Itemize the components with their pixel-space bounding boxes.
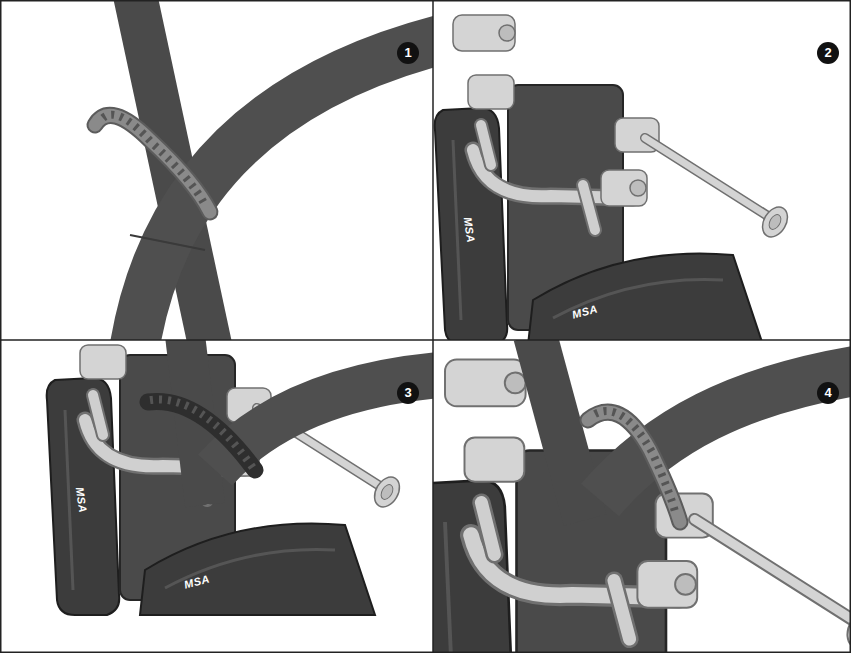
panel-device bbox=[435, 15, 793, 340]
panel-strap bbox=[95, 0, 433, 340]
callout-number: 3 bbox=[397, 382, 419, 404]
callout-number: 1 bbox=[397, 42, 419, 64]
brand-logo: MSA bbox=[74, 486, 89, 513]
panel-insert bbox=[47, 340, 433, 615]
panel-assembled bbox=[433, 340, 851, 653]
callout-number: 4 bbox=[817, 382, 839, 404]
brand-logo: MSA bbox=[462, 216, 477, 243]
callout-number: 2 bbox=[817, 42, 839, 64]
